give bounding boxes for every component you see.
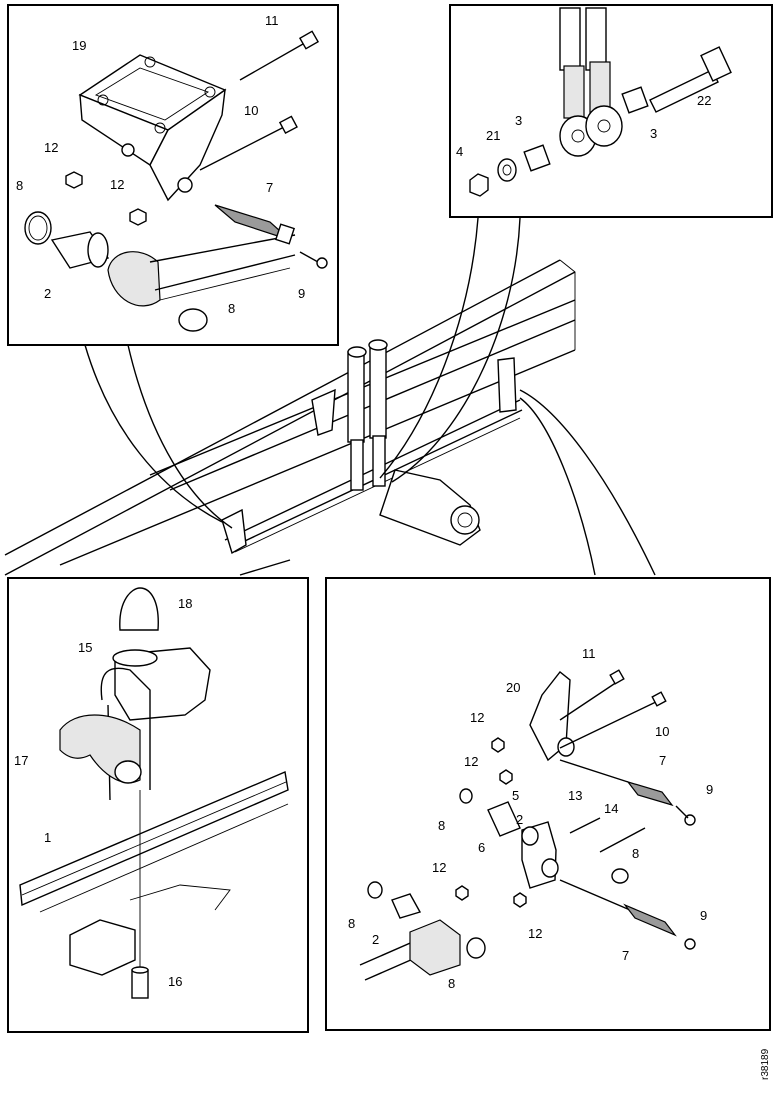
callout-22: 22 bbox=[697, 93, 711, 108]
callout-8: 8 bbox=[632, 846, 639, 861]
callout-12: 12 bbox=[464, 754, 478, 769]
callouts-bottom-left: 18 15 17 1 16 bbox=[14, 596, 192, 989]
callout-11: 11 bbox=[265, 13, 279, 28]
callout-2: 2 bbox=[516, 812, 523, 827]
callouts-bottom-right: 11 20 12 10 12 7 9 8 5 6 2 13 14 8 12 8 … bbox=[348, 646, 713, 991]
leader-lines bbox=[84, 217, 656, 576]
callout-9: 9 bbox=[700, 908, 707, 923]
callout-12: 12 bbox=[110, 177, 124, 192]
callout-8: 8 bbox=[438, 818, 445, 833]
callouts-top-left: 11 19 12 10 12 8 7 2 9 8 bbox=[16, 13, 305, 316]
callout-18: 18 bbox=[178, 596, 192, 611]
callout-12: 12 bbox=[432, 860, 446, 875]
callout-8: 8 bbox=[228, 301, 235, 316]
callout-15: 15 bbox=[78, 640, 92, 655]
callout-17: 17 bbox=[14, 753, 28, 768]
callout-10: 10 bbox=[655, 724, 669, 739]
detail-shock-mounting bbox=[449, 4, 773, 218]
callout-16: 16 bbox=[168, 974, 182, 989]
reference-code: r38189 bbox=[760, 1048, 771, 1080]
chassis-overview bbox=[4, 259, 576, 576]
callout-7: 7 bbox=[266, 180, 273, 195]
callout-19: 19 bbox=[72, 38, 86, 53]
callout-3: 3 bbox=[515, 113, 522, 128]
callout-10: 10 bbox=[244, 103, 258, 118]
callout-21: 21 bbox=[486, 128, 500, 143]
callout-7: 7 bbox=[659, 753, 666, 768]
callouts-top-right: 22 4 21 3 3 bbox=[456, 93, 711, 159]
callout-12: 12 bbox=[44, 140, 58, 155]
callout-3: 3 bbox=[650, 126, 657, 141]
callout-4: 4 bbox=[456, 144, 463, 159]
callout-8: 8 bbox=[448, 976, 455, 991]
detail-front-hanger bbox=[7, 4, 339, 346]
callout-9: 9 bbox=[298, 286, 305, 301]
callout-5: 5 bbox=[512, 788, 519, 803]
callout-13: 13 bbox=[568, 788, 582, 803]
callout-2: 2 bbox=[44, 286, 51, 301]
callout-14: 14 bbox=[604, 801, 618, 816]
callout-2: 2 bbox=[372, 932, 379, 947]
callout-12: 12 bbox=[528, 926, 542, 941]
callout-8: 8 bbox=[16, 178, 23, 193]
callout-8: 8 bbox=[348, 916, 355, 931]
callout-20: 20 bbox=[506, 680, 520, 695]
detail-rear-shackle bbox=[325, 577, 771, 1031]
callout-11: 11 bbox=[582, 646, 596, 661]
callout-9: 9 bbox=[706, 782, 713, 797]
callout-12: 12 bbox=[470, 710, 484, 725]
detail-axle-u-bolt bbox=[7, 577, 309, 1033]
callout-6: 6 bbox=[478, 840, 485, 855]
callout-7: 7 bbox=[622, 948, 629, 963]
callout-1: 1 bbox=[44, 830, 51, 845]
